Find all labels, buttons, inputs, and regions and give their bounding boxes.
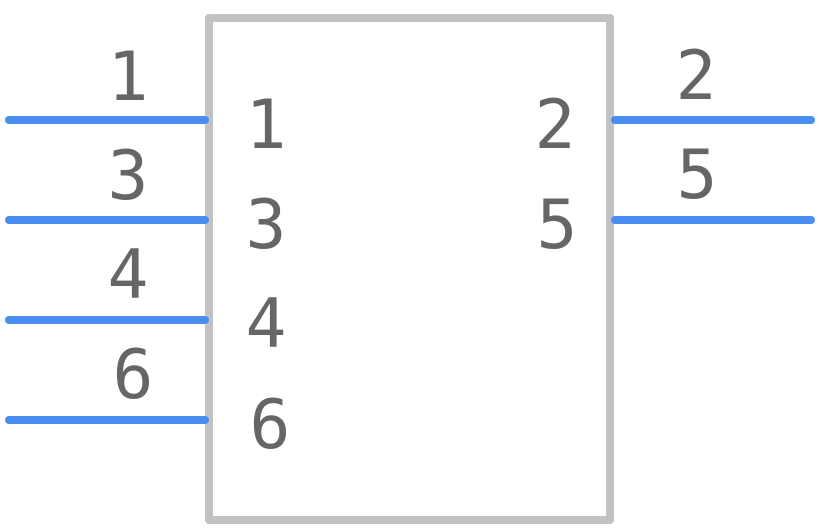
pin-number-inner: 2 — [535, 86, 576, 165]
left-pin: 1 1 — [5, 38, 287, 165]
pin-number-outer: 1 — [108, 38, 149, 117]
left-pin: 6 6 — [5, 336, 291, 465]
component-body — [205, 14, 614, 524]
pin-number-outer: 4 — [108, 236, 149, 315]
pin-number-inner: 6 — [250, 386, 291, 465]
pin-number-inner: 1 — [246, 86, 287, 165]
pin-number-outer: 5 — [677, 136, 718, 215]
pin-number-inner: 5 — [537, 186, 578, 265]
pin-number-inner: 4 — [246, 285, 287, 364]
left-pin: 3 3 — [5, 137, 287, 265]
right-pin: 2 2 — [535, 37, 815, 165]
right-pin: 5 5 — [537, 136, 815, 265]
left-pin: 4 4 — [5, 236, 287, 364]
pin-number-outer: 6 — [113, 336, 154, 415]
pin-number-outer: 3 — [108, 137, 149, 216]
pin-number-outer: 2 — [676, 37, 717, 116]
pin-number-inner: 3 — [246, 186, 287, 265]
